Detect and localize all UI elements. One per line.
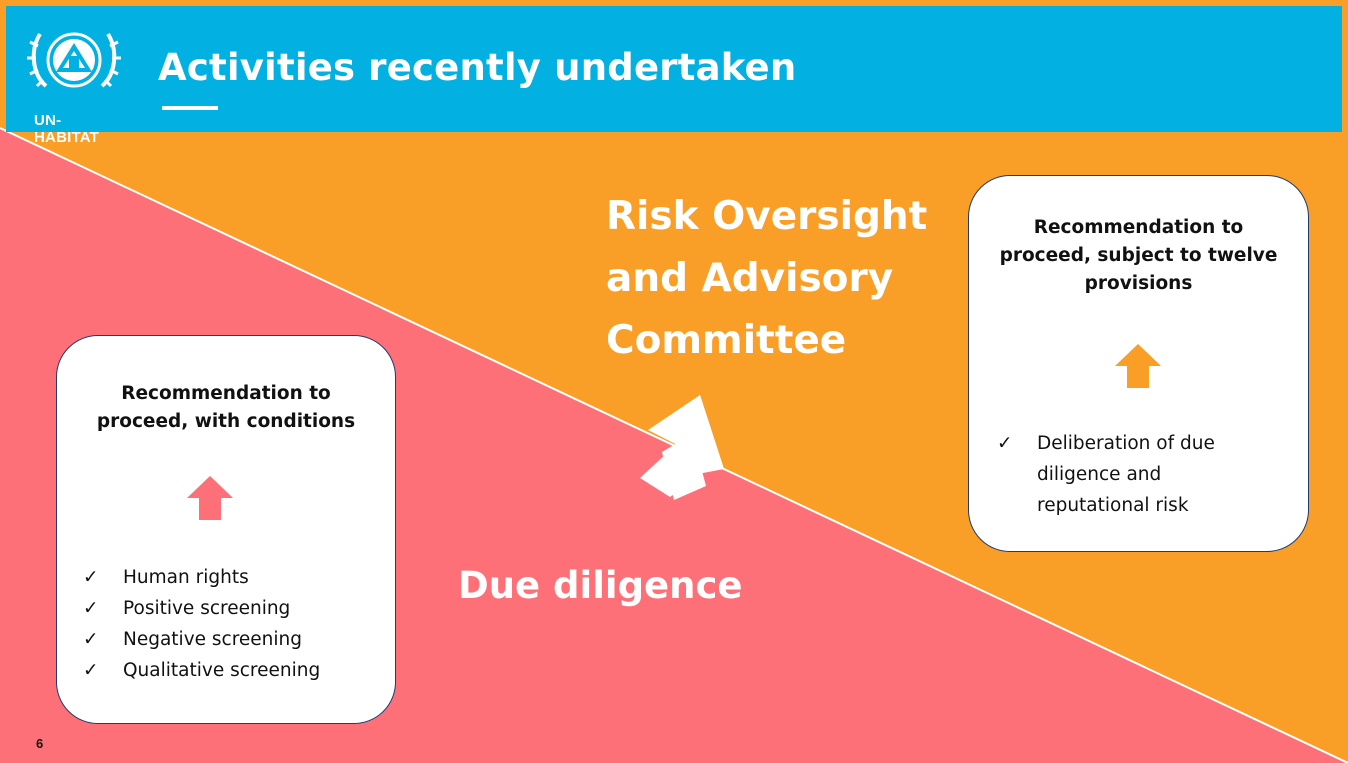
heading-line: Recommendation to — [1033, 217, 1244, 238]
committee-recommendation-box: Recommendation to proceed, subject to tw… — [968, 175, 1309, 552]
page-number: 6 — [36, 736, 44, 751]
heading-line: provisions — [1084, 273, 1193, 294]
header-bar: UN-HABITAT Activities recently undertake… — [6, 6, 1342, 146]
list-item-label: Human rights — [123, 567, 249, 588]
committee-checklist: ✓ Deliberation of due diligence and repu… — [997, 428, 1267, 521]
list-item: ✓ Deliberation of due diligence and repu… — [997, 428, 1267, 521]
list-item: ✓ Qualitative screening — [83, 655, 320, 686]
list-item-label: Positive screening — [123, 598, 291, 619]
checkmark-icon: ✓ — [997, 433, 1013, 454]
checkmark-icon: ✓ — [83, 629, 99, 650]
diagonal-arrow-icon — [640, 395, 724, 500]
heading-line: proceed, with conditions — [96, 411, 356, 432]
list-item: ✓ Human rights — [83, 562, 320, 593]
up-arrow-icon — [187, 476, 233, 520]
committee-title-line: and Advisory — [606, 256, 894, 301]
list-item-label: Qualitative screening — [123, 660, 321, 681]
committee-title-line: Risk Oversight — [606, 194, 928, 239]
list-item: ✓ Positive screening — [83, 593, 320, 624]
committee-box-heading: Recommendation to proceed, subject to tw… — [969, 214, 1308, 298]
committee-title-line: Committee — [606, 318, 847, 363]
list-item-label: Deliberation of due diligence and reputa… — [1037, 433, 1215, 516]
un-habitat-logo-icon: UN-HABITAT — [24, 16, 124, 146]
due-diligence-title: Due diligence — [458, 564, 743, 607]
checkmark-icon: ✓ — [83, 567, 99, 588]
page-title: Activities recently undertaken — [158, 46, 797, 89]
heading-line: proceed, subject to twelve — [999, 245, 1278, 266]
list-item: ✓ Negative screening — [83, 624, 320, 655]
due-diligence-box-heading: Recommendation to proceed, with conditio… — [57, 380, 395, 436]
title-underline — [162, 106, 218, 110]
heading-line: Recommendation to — [121, 383, 331, 404]
due-diligence-checklist: ✓ Human rights ✓ Positive screening ✓ Ne… — [83, 562, 320, 686]
due-diligence-recommendation-box: Recommendation to proceed, with conditio… — [56, 335, 396, 724]
checkmark-icon: ✓ — [83, 598, 99, 619]
up-arrow-icon — [1115, 344, 1161, 388]
committee-title: Risk Oversight and Advisory Committee — [606, 186, 927, 372]
list-item-label: Negative screening — [123, 629, 303, 650]
logo-text: UN-HABITAT — [34, 112, 99, 146]
checkmark-icon: ✓ — [83, 660, 99, 681]
